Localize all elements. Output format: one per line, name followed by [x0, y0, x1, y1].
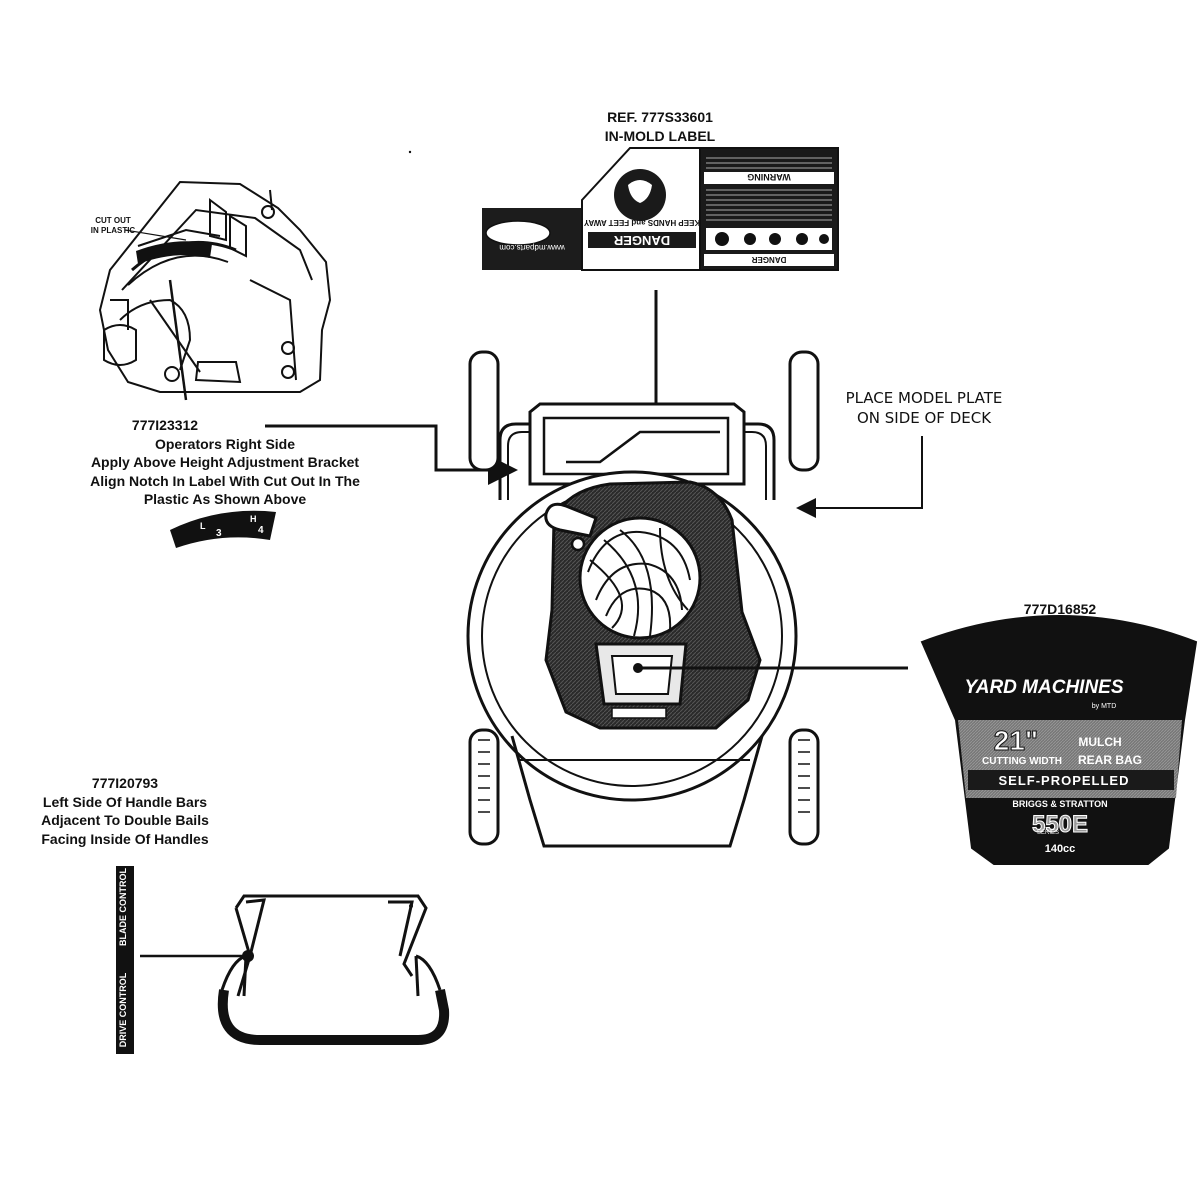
- model-plate-line1: PLACE MODEL PLATE: [845, 389, 1003, 407]
- engine-badge-cc: 140cc: [1045, 843, 1076, 855]
- handle-label-line2: Adjacent To Double Bails: [41, 812, 209, 828]
- engine-badge-feature1: MULCH: [1078, 735, 1121, 749]
- in-mold-ref: REF. 777S33601: [607, 109, 713, 125]
- handle-label-line1: Left Side Of Handle Bars: [42, 793, 208, 810]
- handle-label-part: 777I20793: [91, 775, 159, 791]
- engine-badge-engine-model: 550E: [1032, 811, 1088, 838]
- height-label-line2: Apply Above Height Adjustment Bracket: [90, 454, 360, 470]
- in-mold-website: www.mdparts.com: [499, 243, 566, 252]
- height-label-callout: 777I23312 Operators Right Side Apply Abo…: [60, 416, 390, 509]
- engine-badge-engine-brand: BRIGGS & STRATTON: [1012, 799, 1107, 809]
- height-label-line3: Align Notch In Label With Cut Out In The: [90, 472, 360, 489]
- engine-badge-brand: YARD MACHINES: [964, 677, 1123, 698]
- height-label-part: 777I23312: [131, 417, 199, 433]
- handle-control-label: [116, 866, 134, 1054]
- handle-label-callout: 777I20793 Left Side Of Handle Bars Adjac…: [20, 774, 230, 848]
- model-plate-note: PLACE MODEL PLATE ON SIDE OF DECK: [824, 388, 1024, 428]
- mower-drawing: [466, 350, 820, 848]
- in-mold-label: www.mdparts.com DANGER KEEP HANDS and FE…: [482, 147, 839, 271]
- in-mold-pictograms: [715, 232, 829, 246]
- height-mark-3: 3: [216, 528, 222, 539]
- handle-drive-control-text: DRIVE CONTROL: [118, 972, 128, 1048]
- height-adjust-bracket-drawing: [98, 180, 332, 401]
- in-mold-danger-small: DANGER: [751, 255, 786, 264]
- height-mark-l: L: [200, 521, 206, 531]
- cut-out-callout: CUT OUT IN PLASTIC: [78, 216, 148, 236]
- engine-badge-drive: SELF-PROPELLED: [998, 773, 1129, 788]
- engine-badge-part: 777D16852: [1023, 601, 1097, 617]
- handle-label-line3: Facing Inside Of Handles: [41, 830, 209, 847]
- bracket-height-label: [136, 241, 212, 264]
- engine-badge-size: 21": [994, 725, 1038, 756]
- height-label-sample: L 3 H 4: [170, 510, 276, 548]
- height-mark-h: H: [250, 514, 257, 524]
- engine-badge-engine-series: SERIES: [1037, 830, 1059, 836]
- handle-bars-drawing: [217, 894, 450, 1045]
- model-plate-line2: ON SIDE OF DECK: [856, 409, 992, 427]
- engine-badge-size-sub: CUTTING WIDTH: [982, 756, 1062, 767]
- cut-out-text: CUT OUT: [95, 216, 131, 225]
- height-mark-4: 4: [258, 525, 264, 536]
- in-mold-danger-text: DANGER: [613, 233, 670, 248]
- cut-out-leader: [124, 229, 187, 241]
- engine-badge-feature2: REAR BAG: [1078, 753, 1142, 767]
- in-mold-warning-text: WARNING: [747, 172, 791, 182]
- engine-badge-brand-sub: by MTD: [1092, 703, 1117, 710]
- height-label-line1: Operators Right Side: [154, 435, 296, 452]
- in-mold-heading: REF. 777S33601 IN-MOLD LABEL: [560, 108, 760, 145]
- in-mold-label-title: IN-MOLD LABEL: [604, 127, 716, 144]
- height-label-leader: [265, 424, 518, 485]
- in-mold-keep-away: KEEP HANDS and FEET AWAY: [583, 218, 700, 227]
- height-label-line4: Plastic As Shown Above: [143, 491, 307, 507]
- in-mold-warning-panel: [699, 147, 839, 271]
- engine-badge: YARD MACHINES by MTD 21" CUTTING WIDTH M…: [920, 615, 1198, 865]
- handle-blade-control-text: BLADE CONTROL: [118, 868, 128, 946]
- in-plastic-text: IN PLASTIC: [90, 226, 136, 235]
- model-plate-leader: [796, 436, 923, 518]
